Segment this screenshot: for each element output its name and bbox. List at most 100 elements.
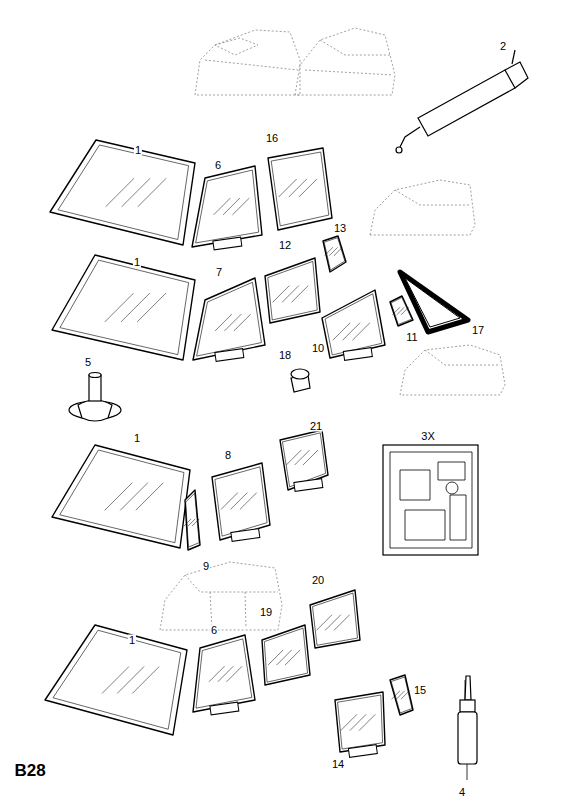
glass-streak bbox=[225, 314, 242, 331]
callout-number: 7 bbox=[215, 267, 223, 278]
callout-number: 8 bbox=[224, 450, 232, 461]
glass-pane bbox=[405, 278, 460, 327]
glass-streak bbox=[121, 293, 150, 322]
callout-number: 9 bbox=[202, 561, 210, 572]
pane-edge bbox=[338, 695, 383, 749]
pane-edge bbox=[186, 493, 200, 547]
pane-edge bbox=[325, 294, 382, 355]
glass-streak bbox=[240, 493, 257, 510]
pane-edge bbox=[391, 298, 412, 325]
glass-streak bbox=[214, 198, 231, 215]
glass-pane bbox=[390, 675, 413, 715]
glass-streak bbox=[401, 307, 409, 315]
glass-pane bbox=[193, 278, 265, 360]
glass-streak bbox=[188, 519, 195, 526]
glass-streak bbox=[350, 714, 366, 730]
glass-streak bbox=[215, 314, 232, 331]
glass-streak bbox=[105, 293, 134, 322]
glass-pane bbox=[268, 148, 332, 230]
callout-number: 10 bbox=[311, 343, 325, 354]
glass-streak bbox=[223, 198, 240, 215]
glass-streak bbox=[122, 178, 151, 207]
window-channel bbox=[343, 348, 372, 361]
callout-number: 6 bbox=[210, 625, 218, 636]
glass-pane bbox=[262, 625, 310, 685]
callout-number: 12 bbox=[278, 240, 292, 251]
glass-pane bbox=[50, 140, 195, 245]
glass-streak bbox=[303, 450, 318, 465]
glass-pane bbox=[212, 463, 270, 540]
window-channel bbox=[294, 479, 323, 492]
pane-edge bbox=[268, 261, 318, 320]
glass-streak bbox=[102, 667, 129, 694]
glass-pane bbox=[310, 590, 360, 648]
pane-edge bbox=[60, 450, 184, 543]
glass-streak bbox=[105, 483, 133, 511]
pane-edge bbox=[196, 170, 259, 243]
glass-streak bbox=[218, 666, 234, 682]
glass-streak bbox=[359, 714, 375, 730]
callout-number: 19 bbox=[259, 607, 273, 618]
glass-pane bbox=[52, 255, 195, 360]
triangle-frame bbox=[400, 272, 468, 332]
glass-streak bbox=[273, 286, 290, 303]
glass-streak bbox=[117, 667, 144, 694]
glass-streak bbox=[282, 286, 299, 303]
glass-streak bbox=[325, 247, 333, 255]
glass-streak bbox=[396, 691, 404, 699]
glass-pane bbox=[52, 445, 190, 548]
callout-number: 18 bbox=[278, 350, 292, 361]
glass-streak bbox=[341, 714, 357, 730]
callout-number: 21 bbox=[309, 421, 323, 432]
glass-pane bbox=[323, 236, 346, 272]
glass-streak bbox=[392, 307, 400, 315]
glass-streak bbox=[334, 615, 350, 631]
glass-streak bbox=[184, 519, 191, 526]
glass-streak bbox=[132, 667, 159, 694]
glass-pane bbox=[192, 166, 262, 247]
pane-edge bbox=[58, 145, 189, 240]
callout-number: 15 bbox=[413, 685, 427, 696]
accessories bbox=[69, 50, 528, 780]
glass-streak bbox=[289, 179, 307, 197]
window-channel bbox=[348, 745, 377, 758]
callout-number: 1 bbox=[133, 257, 141, 268]
glass-pane bbox=[45, 625, 187, 735]
glass-streak bbox=[192, 519, 199, 526]
callout-number: 6 bbox=[214, 160, 222, 171]
callout-number: 14 bbox=[331, 759, 345, 770]
glass-streak bbox=[397, 307, 405, 315]
glass-streak bbox=[279, 179, 297, 197]
glass-streak bbox=[136, 483, 164, 511]
glass-streak bbox=[137, 293, 166, 322]
figure-code: B28 bbox=[13, 762, 46, 779]
glass-streak bbox=[325, 615, 341, 631]
callout-number: 5 bbox=[84, 357, 92, 368]
pane-edge bbox=[196, 639, 252, 708]
glass-pane bbox=[322, 290, 385, 358]
glass-streak bbox=[227, 666, 243, 682]
glass-streak bbox=[333, 323, 351, 341]
callout-number: 1 bbox=[134, 145, 142, 156]
callout-number: 4 bbox=[458, 786, 466, 797]
callout-number: 1 bbox=[133, 433, 141, 444]
glass-streak bbox=[401, 691, 409, 699]
pane-edge bbox=[60, 260, 189, 355]
glass-streak bbox=[352, 323, 370, 341]
callout-number: 1 bbox=[128, 635, 136, 646]
pane-edge bbox=[197, 282, 262, 356]
window-channel bbox=[215, 349, 244, 362]
pane-edge bbox=[53, 630, 181, 729]
callout-number: 20 bbox=[311, 575, 325, 586]
callout-number: 16 bbox=[265, 133, 279, 144]
callout-number: 2 bbox=[499, 41, 507, 52]
glass-streak bbox=[120, 483, 148, 511]
glass-streak bbox=[334, 247, 342, 255]
pane-edge bbox=[324, 238, 345, 270]
glass-streak bbox=[231, 493, 248, 510]
glass-streak bbox=[209, 666, 225, 682]
glass-streak bbox=[232, 198, 249, 215]
pane-edge bbox=[391, 677, 412, 713]
